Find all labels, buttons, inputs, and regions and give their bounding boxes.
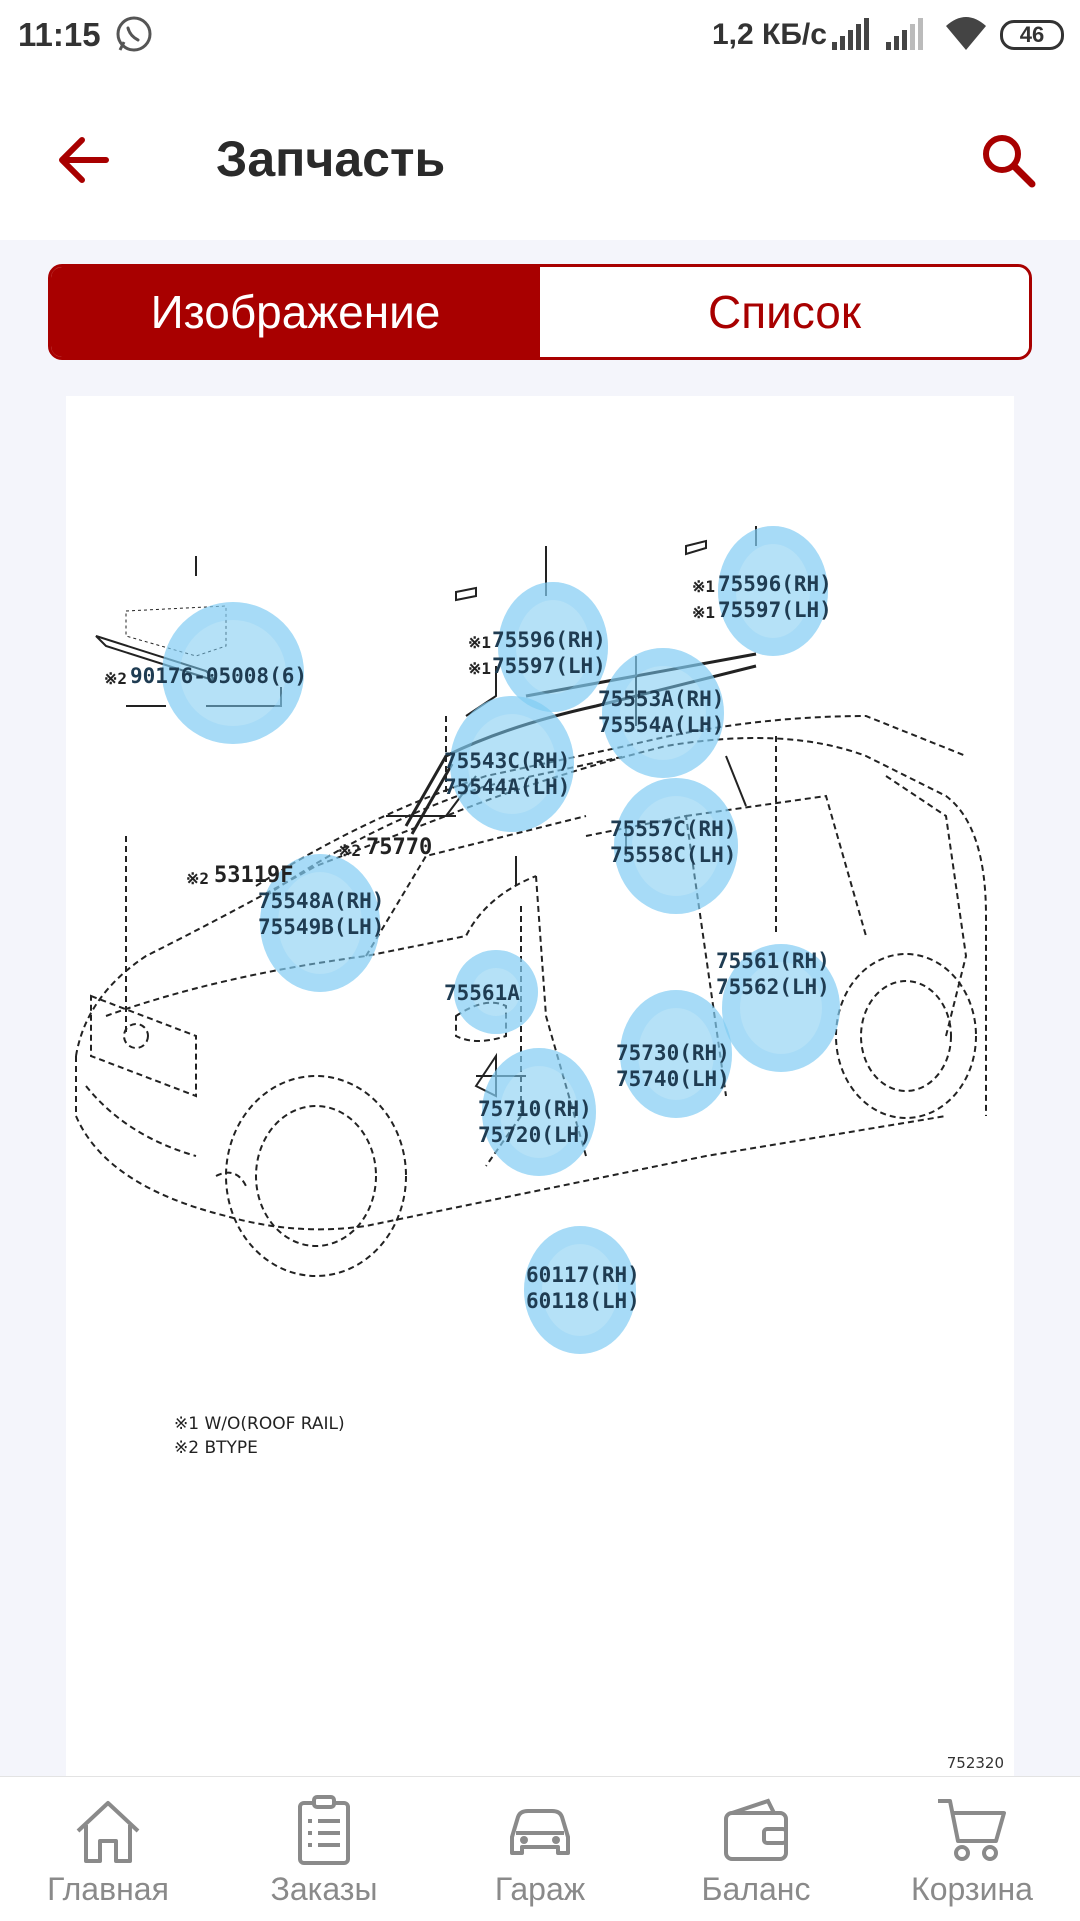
- whatsapp-icon: [116, 16, 152, 52]
- part-number-label: 75596(RH): [718, 572, 832, 596]
- part-number-label: 60117(RH): [526, 1263, 640, 1287]
- search-icon[interactable]: [976, 128, 1040, 192]
- label-prefix: ※1: [692, 577, 716, 596]
- nav-balance[interactable]: Баланс: [648, 1777, 864, 1921]
- label-prefix: ※2: [104, 669, 128, 688]
- battery-icon: 46: [1000, 20, 1064, 50]
- hotspot-75561[interactable]: [722, 944, 840, 1072]
- nav-label: Корзина: [911, 1871, 1033, 1907]
- signal-icon: [832, 18, 869, 50]
- part-number-label: 75549B(LH): [258, 915, 385, 939]
- cart-icon: [938, 1799, 1006, 1861]
- parts-diagram: ※2 90176-05008(6) ※1 75596(RH) ※1 75597(…: [66, 396, 1014, 1776]
- nav-garage[interactable]: Гараж: [432, 1777, 648, 1921]
- part-number-label: 75561(RH): [716, 949, 830, 973]
- diagram-note: ※1 W/O(ROOF RAIL): [174, 1414, 345, 1434]
- part-number-label: 75553A(RH): [598, 687, 725, 711]
- label-prefix: ※1: [468, 659, 492, 678]
- part-number-label: 60118(LH): [526, 1289, 640, 1313]
- nav-label: Главная: [47, 1871, 169, 1907]
- part-number-label: 75561A: [444, 981, 520, 1005]
- nav-label: Заказы: [270, 1871, 378, 1907]
- part-number-label: 75730(RH): [616, 1041, 730, 1065]
- nav-home[interactable]: Главная: [0, 1777, 216, 1921]
- hotspot-75557c[interactable]: [614, 778, 738, 914]
- hotspot-75710[interactable]: [482, 1048, 596, 1176]
- part-number-label: 75557C(RH): [610, 817, 737, 841]
- part-number-label: 75710(RH): [478, 1097, 592, 1121]
- hotspot-60117[interactable]: [524, 1226, 636, 1354]
- tab-list[interactable]: Список: [540, 267, 1029, 357]
- bottom-nav: Главная Заказы Гараж Баланс Корзина: [0, 1776, 1080, 1921]
- diagram-ref-number: 752320: [946, 1754, 1004, 1772]
- part-number-label: 75720(LH): [478, 1123, 592, 1147]
- part-number-label: 75770: [366, 835, 433, 860]
- hotspot-75730[interactable]: [620, 990, 732, 1118]
- part-number-label: 75596(RH): [492, 628, 606, 652]
- hotspot-75596-rear[interactable]: [718, 526, 828, 656]
- part-number-label: 75740(LH): [616, 1067, 730, 1091]
- part-number-label: 75548A(RH): [258, 889, 385, 913]
- hotspot-75553a[interactable]: [602, 648, 724, 778]
- hotspot-75543c[interactable]: [450, 696, 574, 832]
- diagram-note: ※2 BTYPE: [174, 1438, 258, 1458]
- car-icon: [510, 1809, 570, 1855]
- part-number-label: 75543C(RH): [444, 749, 571, 773]
- wallet-icon: [724, 1798, 788, 1861]
- tab-image[interactable]: Изображение: [51, 267, 540, 357]
- part-number-label: 90176-05008(6): [130, 664, 308, 688]
- part-number-label: 75597(LH): [718, 598, 832, 622]
- part-number-label: 75562(LH): [716, 975, 830, 999]
- label-prefix: ※2: [186, 869, 210, 888]
- nav-cart[interactable]: Корзина: [864, 1777, 1080, 1921]
- wifi-icon: [946, 17, 986, 50]
- hotspot-75596-roof[interactable]: [498, 582, 608, 712]
- part-number-label: 53119F: [214, 863, 294, 888]
- view-toggle: Изображение Список: [48, 264, 1032, 360]
- part-number-label: 75597(LH): [492, 654, 606, 678]
- part-number-label: 75554A(LH): [598, 713, 725, 737]
- home-icon: [76, 1801, 140, 1863]
- label-prefix: ※2: [338, 841, 362, 860]
- hotspot-75548a[interactable]: [260, 854, 380, 992]
- app-bar: Запчасть: [0, 78, 1080, 240]
- nav-label: Гараж: [494, 1871, 586, 1907]
- label-prefix: ※1: [468, 633, 492, 652]
- nav-orders[interactable]: Заказы: [216, 1777, 432, 1921]
- orders-icon: [298, 1795, 350, 1865]
- network-speed: 1,2 КБ/с: [712, 18, 827, 51]
- hotspot-75561a[interactable]: [454, 950, 538, 1034]
- label-prefix: ※1: [692, 603, 716, 622]
- part-number-label: 75544A(LH): [444, 775, 571, 799]
- status-time: 11:15: [18, 16, 101, 53]
- page-title: Запчасть: [216, 131, 446, 187]
- status-bar: 11:15 1,2 КБ/с 46: [0, 0, 1080, 78]
- hotspot-90176[interactable]: [162, 602, 304, 744]
- part-number-label: 75558C(LH): [610, 843, 737, 867]
- signal-icon-2: [886, 18, 923, 50]
- nav-label: Баланс: [701, 1871, 811, 1907]
- back-arrow-icon[interactable]: [52, 128, 116, 192]
